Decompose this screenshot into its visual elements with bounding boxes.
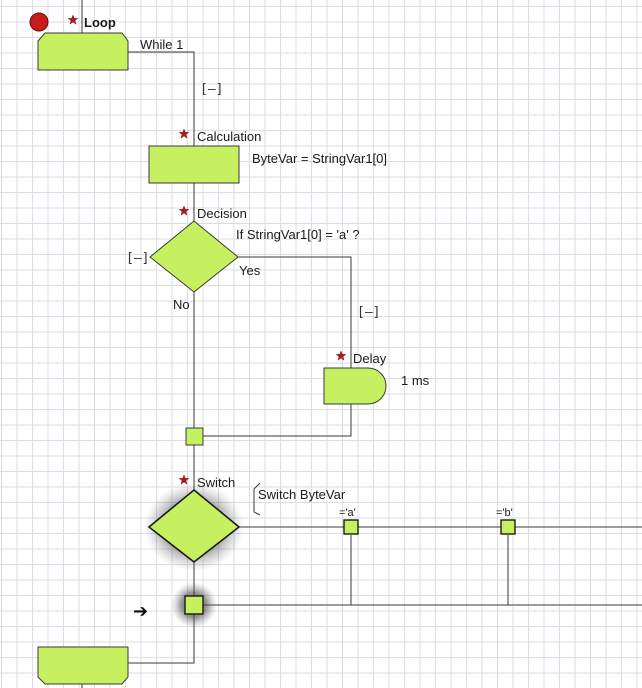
decision-yes-label: Yes [239,263,261,278]
calculation-expression: ByteVar = StringVar1[0] [252,151,387,166]
switch-star-icon [178,474,190,485]
switch-case-b-label: ='b' [496,507,513,519]
start-dot[interactable] [29,12,49,32]
wire-decision-yes [238,256,352,368]
decision-star-icon [178,205,190,216]
calculation-shape[interactable] [148,145,240,184]
switch-case-a-label: ='a' [339,507,356,519]
loop-name: Loop [84,15,116,30]
switch-merge-node[interactable] [184,595,204,615]
delay-shape[interactable] [323,367,387,405]
loop-collapse-toggle[interactable]: [–] [200,82,223,97]
decision-name: Decision [197,206,247,221]
switch-expression: Switch ByteVar [258,487,346,502]
decision-yes-collapse-toggle[interactable]: [–] [357,305,380,320]
switch-case-a-node[interactable] [343,519,359,535]
loop-condition: While 1 [140,37,183,52]
wire-merge-to-loop-end [126,614,195,664]
delay-name: Delay [353,351,387,366]
loop-star-icon [67,14,79,25]
delay-value: 1 ms [401,373,430,388]
switch-comment-bracket [253,482,261,516]
decision-shape[interactable] [149,220,239,293]
calculation-star-icon [178,128,190,139]
wire-loop-body [126,51,195,146]
wire-delay-to-merge [203,404,352,437]
switch-shape[interactable] [147,488,241,564]
delay-star-icon [335,350,347,361]
decision-collapse-toggle[interactable]: [–] [126,251,149,266]
calculation-name: Calculation [197,129,261,144]
insertion-pointer-icon: ➔ [133,601,148,622]
loop-end-shape[interactable] [37,646,129,685]
loop-start-shape[interactable] [37,32,129,71]
switch-case-b-node[interactable] [500,519,516,535]
decision-condition: If StringVar1[0] = 'a' ? [236,227,360,242]
decision-merge-node[interactable] [185,427,204,446]
decision-no-label: No [173,297,190,312]
